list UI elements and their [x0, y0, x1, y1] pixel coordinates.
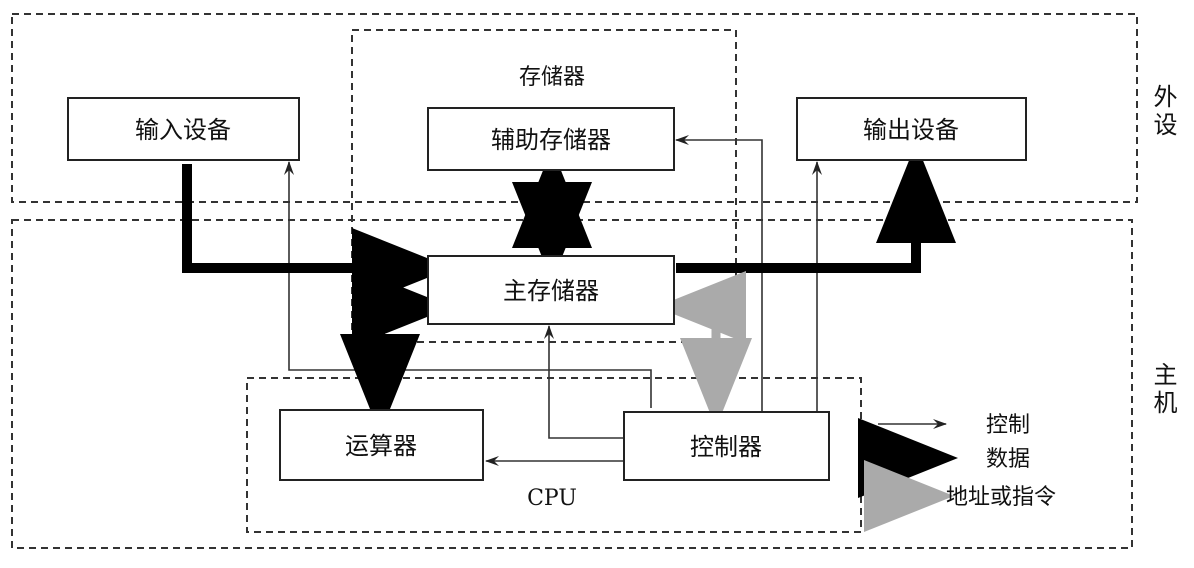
legend-label-control: 控制 — [986, 413, 1030, 438]
peripheral-label: 外设 — [1149, 84, 1177, 140]
controller-label: 控制器 — [690, 433, 762, 461]
alu-block: 运算器 — [279, 409, 484, 481]
input-device-block: 输入设备 — [67, 97, 300, 161]
legend: 控制 数据 地址或指令 — [858, 413, 1056, 532]
storage-group-region — [351, 29, 737, 343]
controller-block: 控制器 — [623, 411, 830, 481]
cpu-label: CPU — [527, 486, 577, 511]
control-line-to-auxiliary-storage — [675, 135, 763, 412]
data-line-alu-main-memory-bidirectional — [340, 267, 452, 434]
control-line-to-main-memory — [544, 325, 624, 439]
main-memory-block: 主存储器 — [427, 255, 675, 325]
alu-label: 运算器 — [345, 432, 417, 460]
main-memory-label: 主存储器 — [503, 277, 599, 305]
data-line-input-to-main-memory — [182, 164, 452, 308]
legend-item-control: 控制 — [878, 413, 1030, 438]
data-line-main-memory-to-output — [676, 143, 956, 273]
input-device-label: 输入设备 — [135, 116, 231, 144]
legend-label-address: 地址或指令 — [946, 485, 1056, 510]
auxiliary-storage-block: 辅助存储器 — [427, 107, 675, 171]
auxiliary-storage-label: 辅助存储器 — [491, 126, 611, 154]
legend-item-data: 数据 — [858, 418, 1030, 498]
legend-label-data: 数据 — [986, 447, 1030, 472]
address-line-main-memory-controller — [656, 271, 752, 428]
legend-item-address: 地址或指令 — [864, 460, 1056, 532]
storage-group-label: 存储器 — [519, 65, 585, 90]
output-device-label: 输出设备 — [863, 116, 959, 144]
output-device-block: 输出设备 — [796, 97, 1027, 161]
host-label: 主机 — [1149, 362, 1177, 418]
host-region — [11, 219, 1133, 549]
